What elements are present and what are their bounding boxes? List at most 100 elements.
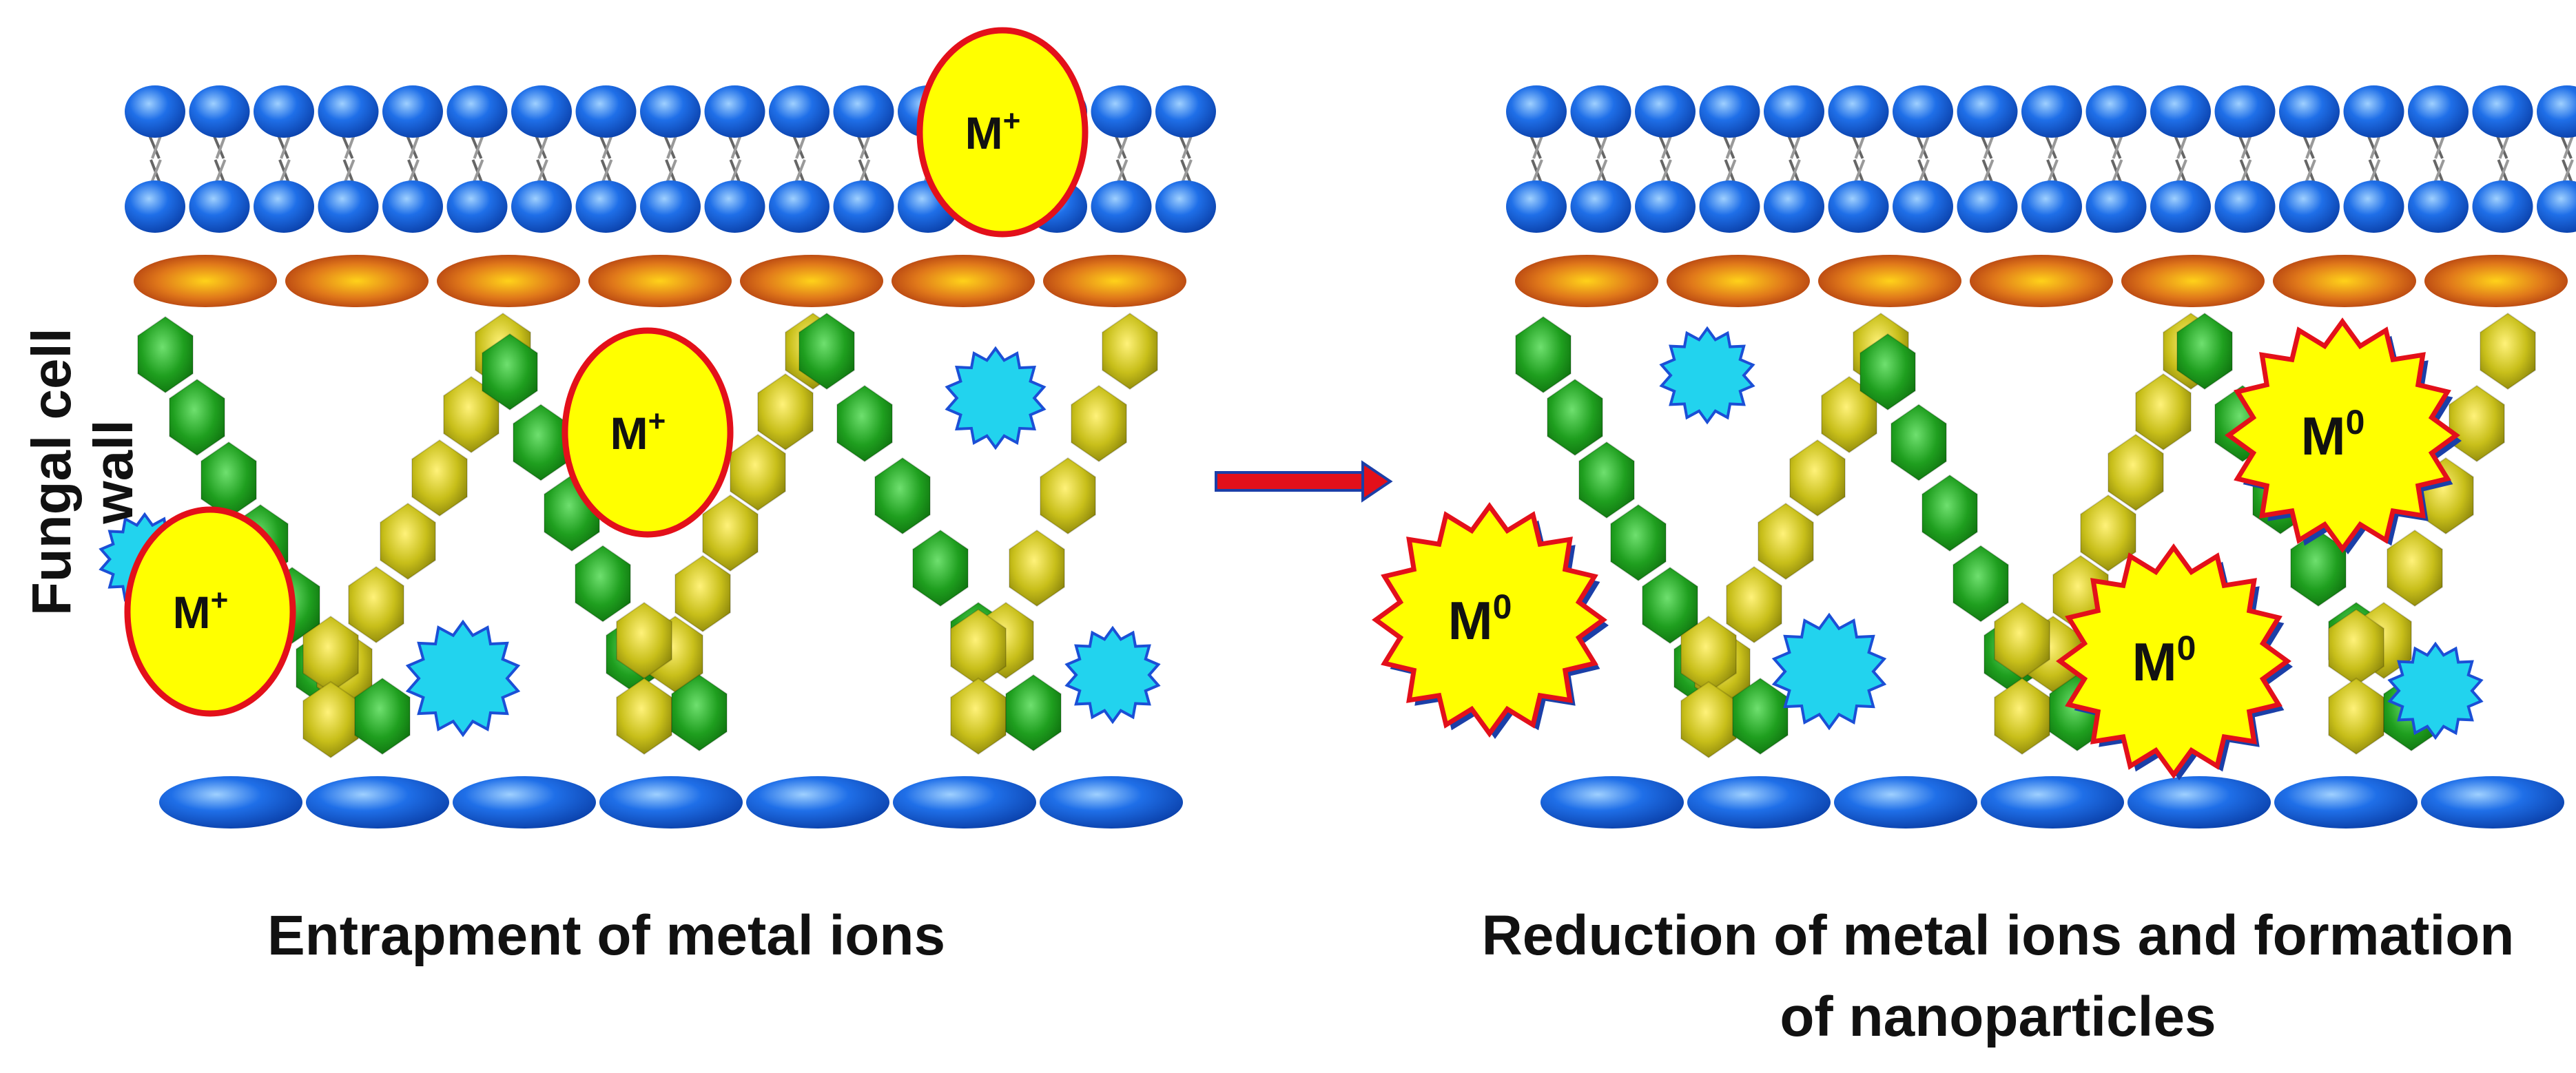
lower-band-segment <box>159 776 302 829</box>
lipid-head <box>1764 180 1824 233</box>
lipid-head <box>575 180 637 233</box>
lipid-tail <box>150 159 162 185</box>
metal-ion-charge: + <box>1003 104 1021 138</box>
lower-band-segment <box>1981 776 2124 829</box>
glucan-unit-olive <box>1726 565 1782 644</box>
lipid-tail <box>1917 159 1930 185</box>
lower-band-segment <box>1040 776 1183 829</box>
glucan-unit-olive <box>950 677 1007 756</box>
glucan-unit-olive <box>757 373 814 451</box>
glucan-unit-olive <box>1758 502 1814 581</box>
chitin-unit-green <box>2176 312 2233 390</box>
glucan-unit-olive <box>1040 457 1096 535</box>
lipid-head <box>640 180 701 233</box>
nanoparticle-m-zero: M0 <box>2225 317 2462 554</box>
chitin-unit-green <box>169 378 225 457</box>
lipid-tail <box>214 159 227 185</box>
lipid-head <box>2537 180 2576 233</box>
cyan-star-molecule <box>2387 641 2484 740</box>
lipid-head <box>2085 180 2147 233</box>
axis-label-fungal-cell-wall: Fungal cell wall <box>21 328 144 616</box>
lipid-tail <box>407 159 420 185</box>
glucan-unit-olive <box>1789 439 1846 517</box>
lipid-head <box>382 180 443 233</box>
reaction-arrow-head <box>1361 460 1393 503</box>
cyan-star-molecule <box>1064 625 1161 725</box>
lipid-head <box>1828 85 1889 138</box>
metal-ion-charge: + <box>648 404 666 438</box>
lipid-head <box>511 85 572 138</box>
lipid-head <box>1957 85 2018 138</box>
polysaccharide-chain-layer <box>137 312 2536 759</box>
lipid-head <box>1699 85 1760 138</box>
lower-band-segment <box>1834 776 1977 829</box>
protein-band-segment <box>2121 255 2265 307</box>
protein-band-segment <box>437 255 580 307</box>
lipid-head <box>769 180 830 233</box>
chitin-unit-green <box>1921 474 1978 552</box>
chitin-unit-green <box>513 404 569 481</box>
lipid-tail <box>1724 159 1737 185</box>
lipid-tail <box>1660 159 1672 185</box>
nanoparticle-m-zero: M0 <box>2056 543 2293 780</box>
lipid-head <box>189 180 250 233</box>
lipid-head <box>254 180 314 233</box>
chitin-unit-green <box>200 441 257 519</box>
lipid-head <box>2343 85 2404 138</box>
lipid-head <box>2021 180 2082 233</box>
lipid-head <box>1635 180 1696 233</box>
caption-right-line1: Reduction of metal ions and formation <box>1481 904 2515 967</box>
metal-ion-circle <box>124 506 296 717</box>
chitin-unit-green <box>874 457 931 535</box>
lower-band-segment <box>453 776 596 829</box>
lipid-head <box>446 85 508 138</box>
lipid-tail <box>1180 159 1193 185</box>
lipid-tail <box>1789 159 1801 185</box>
glucan-unit-olive <box>2135 373 2192 451</box>
reaction-arrow <box>1215 460 1393 503</box>
lipid-head <box>575 85 637 138</box>
protein-band-segment <box>740 255 883 307</box>
lipid-tail <box>1981 159 1995 185</box>
lipid-head <box>1091 85 1152 138</box>
lipid-tail <box>600 159 613 185</box>
lipid-head <box>1506 85 1567 138</box>
glucan-unit-olive <box>730 433 786 512</box>
glucan-unit-olive <box>411 439 468 517</box>
nanoparticle-m-zero: M0 <box>1372 502 1609 739</box>
lipid-head <box>318 180 379 233</box>
protein-band-segment <box>2424 255 2568 307</box>
caption-right-line2: of nanoparticles <box>1780 986 2216 1048</box>
lipid-tail <box>2046 159 2059 185</box>
cyan-star-molecule <box>405 619 521 738</box>
metal-ion-circle <box>561 327 734 538</box>
lipid-head <box>125 180 185 233</box>
metal-ion-circle <box>916 27 1089 238</box>
lipid-head <box>1635 85 1696 138</box>
lipid-tail <box>858 159 871 185</box>
glucan-unit-olive <box>2080 494 2136 572</box>
chitin-unit-green <box>1547 378 1603 457</box>
lipid-tail <box>2497 159 2510 185</box>
lipid-tail <box>2110 159 2123 185</box>
lipid-tail <box>471 159 484 185</box>
lipid-head <box>1570 85 1631 138</box>
lipid-head <box>2085 85 2147 138</box>
chitin-unit-green <box>836 384 893 463</box>
caption-left: Entrapment of metal ions <box>124 895 1089 977</box>
lipid-head <box>2150 180 2211 233</box>
nanoparticle-charge: 0 <box>2177 629 2196 667</box>
lipid-head <box>2021 85 2082 138</box>
protein-band-segment <box>2273 255 2416 307</box>
lipid-head <box>1091 180 1152 233</box>
lower-band-segment <box>599 776 743 829</box>
metal-ion-m-plus: M+ <box>561 327 734 538</box>
glucan-unit-olive <box>1009 529 1065 607</box>
glucan-unit-olive <box>2449 384 2505 463</box>
lipid-tail <box>342 159 356 185</box>
lipid-head <box>1957 180 2018 233</box>
protein-band-segment <box>1043 255 1186 307</box>
lower-band-segment <box>746 776 889 829</box>
